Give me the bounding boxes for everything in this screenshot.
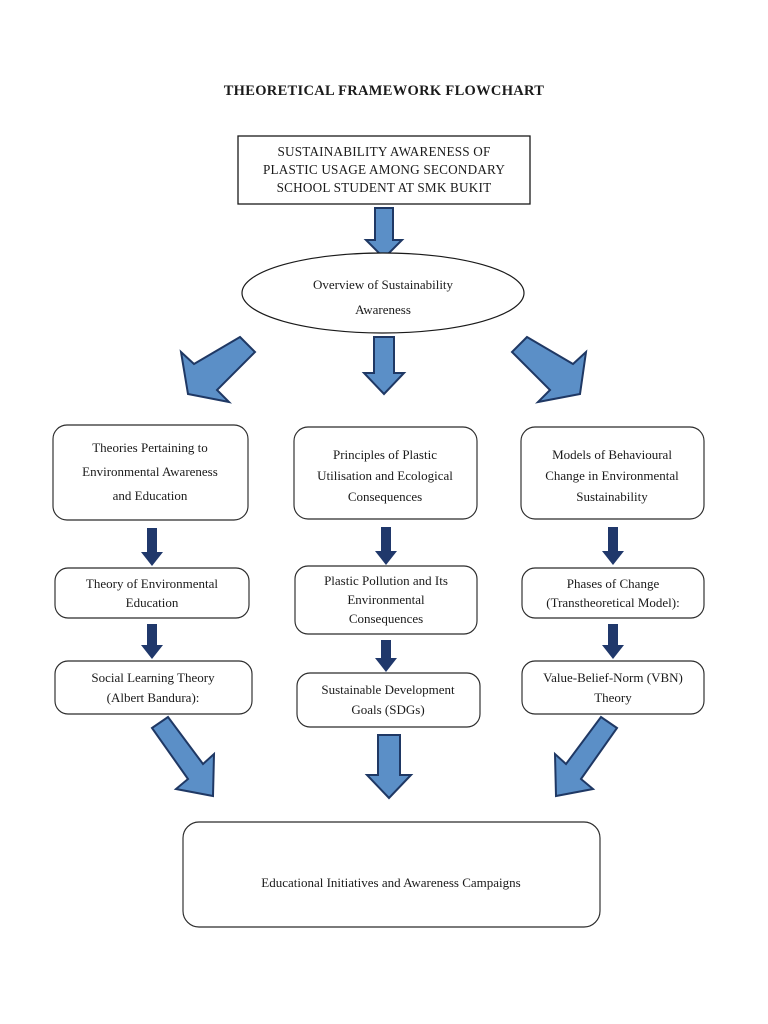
arrow-overview-to-branch-middle <box>361 336 407 396</box>
node-left-3[interactable]: Social Learning Theory (Albert Bandura): <box>54 660 253 715</box>
node-outcome-line1: Educational Initiatives and Awareness Ca… <box>261 875 520 890</box>
arrow-right-3-to-outcome <box>553 715 619 798</box>
node-overview-line1: Overview of Sustainability <box>313 277 454 292</box>
arrow-right-2-to-right-3 <box>602 624 624 659</box>
node-left-2-line1: Theory of Environmental <box>86 576 219 591</box>
node-middle-3[interactable]: Sustainable Development Goals (SDGs) <box>296 672 481 728</box>
node-branch-middle-line3: Consequences <box>348 489 422 504</box>
node-right-3-line1: Value-Belief-Norm (VBN) <box>543 670 683 685</box>
arrow-branch-middle-to-middle-2 <box>375 527 397 565</box>
node-branch-left-line1: Theories Pertaining to <box>92 440 208 455</box>
node-right-2-line2: (Transtheoretical Model): <box>546 595 679 610</box>
node-overview[interactable]: Overview of Sustainability Awareness <box>241 252 525 334</box>
page-title: THEORETICAL FRAMEWORK FLOWCHART <box>223 83 545 99</box>
node-middle-2-line3: Consequences <box>349 611 423 626</box>
arrow-branch-right-to-right-2 <box>602 527 624 565</box>
node-branch-middle-line2: Utilisation and Ecological <box>317 468 453 483</box>
node-right-3[interactable]: Value-Belief-Norm (VBN) Theory <box>521 660 705 715</box>
arrow-overview-to-branch-right <box>510 335 588 404</box>
arrow-left-2-to-left-3 <box>141 624 163 659</box>
node-right-2-line1: Phases of Change <box>567 576 660 591</box>
node-left-3-line1: Social Learning Theory <box>91 670 215 685</box>
node-branch-right-line2: Change in Environmental <box>545 468 679 483</box>
node-root-line1: SUSTAINABILITY AWARENESS OF <box>277 144 490 159</box>
node-root-line3: SCHOOL STUDENT AT SMK BUKIT <box>277 180 492 195</box>
node-root-line2: PLASTIC USAGE AMONG SECONDARY <box>263 162 505 177</box>
node-branch-left-line3: and Education <box>113 488 188 503</box>
arrow-middle-2-to-middle-3 <box>375 640 397 672</box>
node-middle-3-line2: Goals (SDGs) <box>351 702 424 717</box>
node-left-2-line2: Education <box>126 595 179 610</box>
arrow-branch-left-to-left-2 <box>141 528 163 566</box>
node-middle-2-line2: Environmental <box>347 592 425 607</box>
node-branch-middle[interactable]: Principles of Plastic Utilisation and Ec… <box>293 426 478 520</box>
node-branch-left-line2: Environmental Awareness <box>82 464 218 479</box>
node-middle-2[interactable]: Plastic Pollution and Its Environmental … <box>294 565 478 635</box>
arrow-left-3-to-outcome <box>150 715 216 798</box>
arrow-overview-to-branch-left <box>179 335 257 404</box>
node-middle-2-line1: Plastic Pollution and Its <box>324 573 448 588</box>
node-branch-middle-line1: Principles of Plastic <box>333 447 437 462</box>
node-branch-right-line3: Sustainability <box>576 489 648 504</box>
node-overview-line2: Awareness <box>355 302 411 317</box>
node-branch-right-line1: Models of Behavioural <box>552 447 672 462</box>
node-branch-left[interactable]: Theories Pertaining to Environmental Awa… <box>52 424 249 521</box>
arrow-middle-3-to-outcome <box>364 734 414 800</box>
node-middle-3-line1: Sustainable Development <box>321 682 455 697</box>
node-outcome[interactable]: Educational Initiatives and Awareness Ca… <box>182 821 601 928</box>
node-right-3-line2: Theory <box>594 690 632 705</box>
node-left-2[interactable]: Theory of Environmental Education <box>54 567 250 619</box>
node-branch-right[interactable]: Models of Behavioural Change in Environm… <box>520 426 705 520</box>
arrow-root-to-overview <box>363 207 405 260</box>
node-left-3-line2: (Albert Bandura): <box>107 690 200 705</box>
node-right-2[interactable]: Phases of Change (Transtheoretical Model… <box>521 567 705 619</box>
node-root[interactable]: SUSTAINABILITY AWARENESS OF PLASTIC USAG… <box>237 135 531 205</box>
